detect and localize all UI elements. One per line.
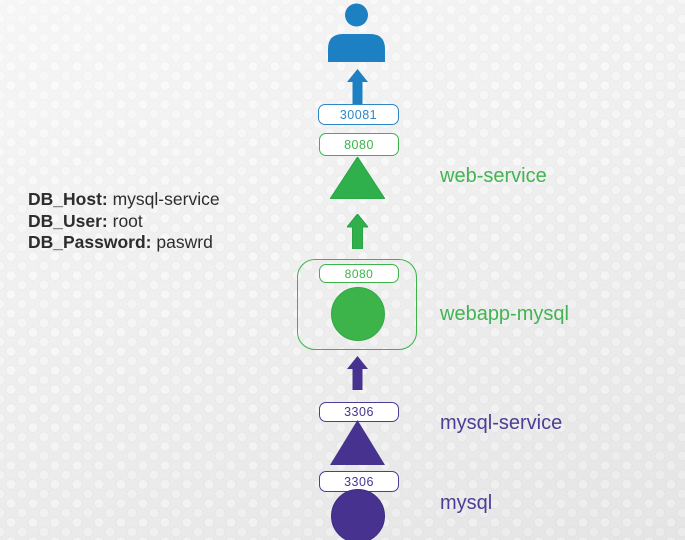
env-vars-block: DB_Host: mysql-service DB_User: root DB_… [28, 189, 220, 254]
user-icon [328, 3, 385, 62]
mysql-pod-label: mysql [440, 492, 493, 514]
webapp-pod-port-value: 8080 [344, 266, 374, 281]
webapp-pod-container [297, 259, 417, 350]
web-service-port-value: 8080 [344, 137, 374, 152]
arrow-up-blue-icon [347, 69, 368, 104]
env-line-db-user: DB_User: root [28, 211, 220, 233]
web-service-port-box: 8080 [319, 133, 399, 156]
arrow-up-green-icon [347, 214, 368, 249]
mysql-service-triangle-icon [330, 420, 385, 465]
env-label-db-password: DB_Password: [28, 232, 152, 252]
nodeport-box: 30081 [318, 104, 399, 125]
mysql-service-port-value: 3306 [344, 405, 374, 419]
webapp-pod-port-box: 8080 [319, 264, 399, 283]
mysql-pod-port-value: 3306 [344, 474, 374, 489]
env-label-db-host: DB_Host: [28, 189, 108, 209]
web-service-triangle-icon [330, 157, 385, 199]
web-service-label: web-service [440, 165, 547, 187]
env-label-db-user: DB_User: [28, 210, 108, 231]
env-line-db-host: DB_Host: mysql-service [28, 189, 220, 211]
arrow-up-purple-icon [347, 356, 368, 390]
env-line-db-password: DB_Password: paswrd [28, 232, 220, 254]
mysql-pod-circle-icon [331, 489, 385, 540]
nodeport-value: 30081 [339, 107, 378, 122]
env-value-db-host: mysql-service [112, 189, 220, 209]
webapp-pod-label: webapp-mysql [440, 303, 569, 325]
env-value-db-user: root [112, 210, 143, 231]
mysql-service-port-box: 3306 [319, 402, 399, 422]
mysql-service-label: mysql-service [440, 412, 563, 434]
env-value-db-password: paswrd [156, 232, 213, 252]
webapp-pod-circle-icon [331, 287, 385, 341]
